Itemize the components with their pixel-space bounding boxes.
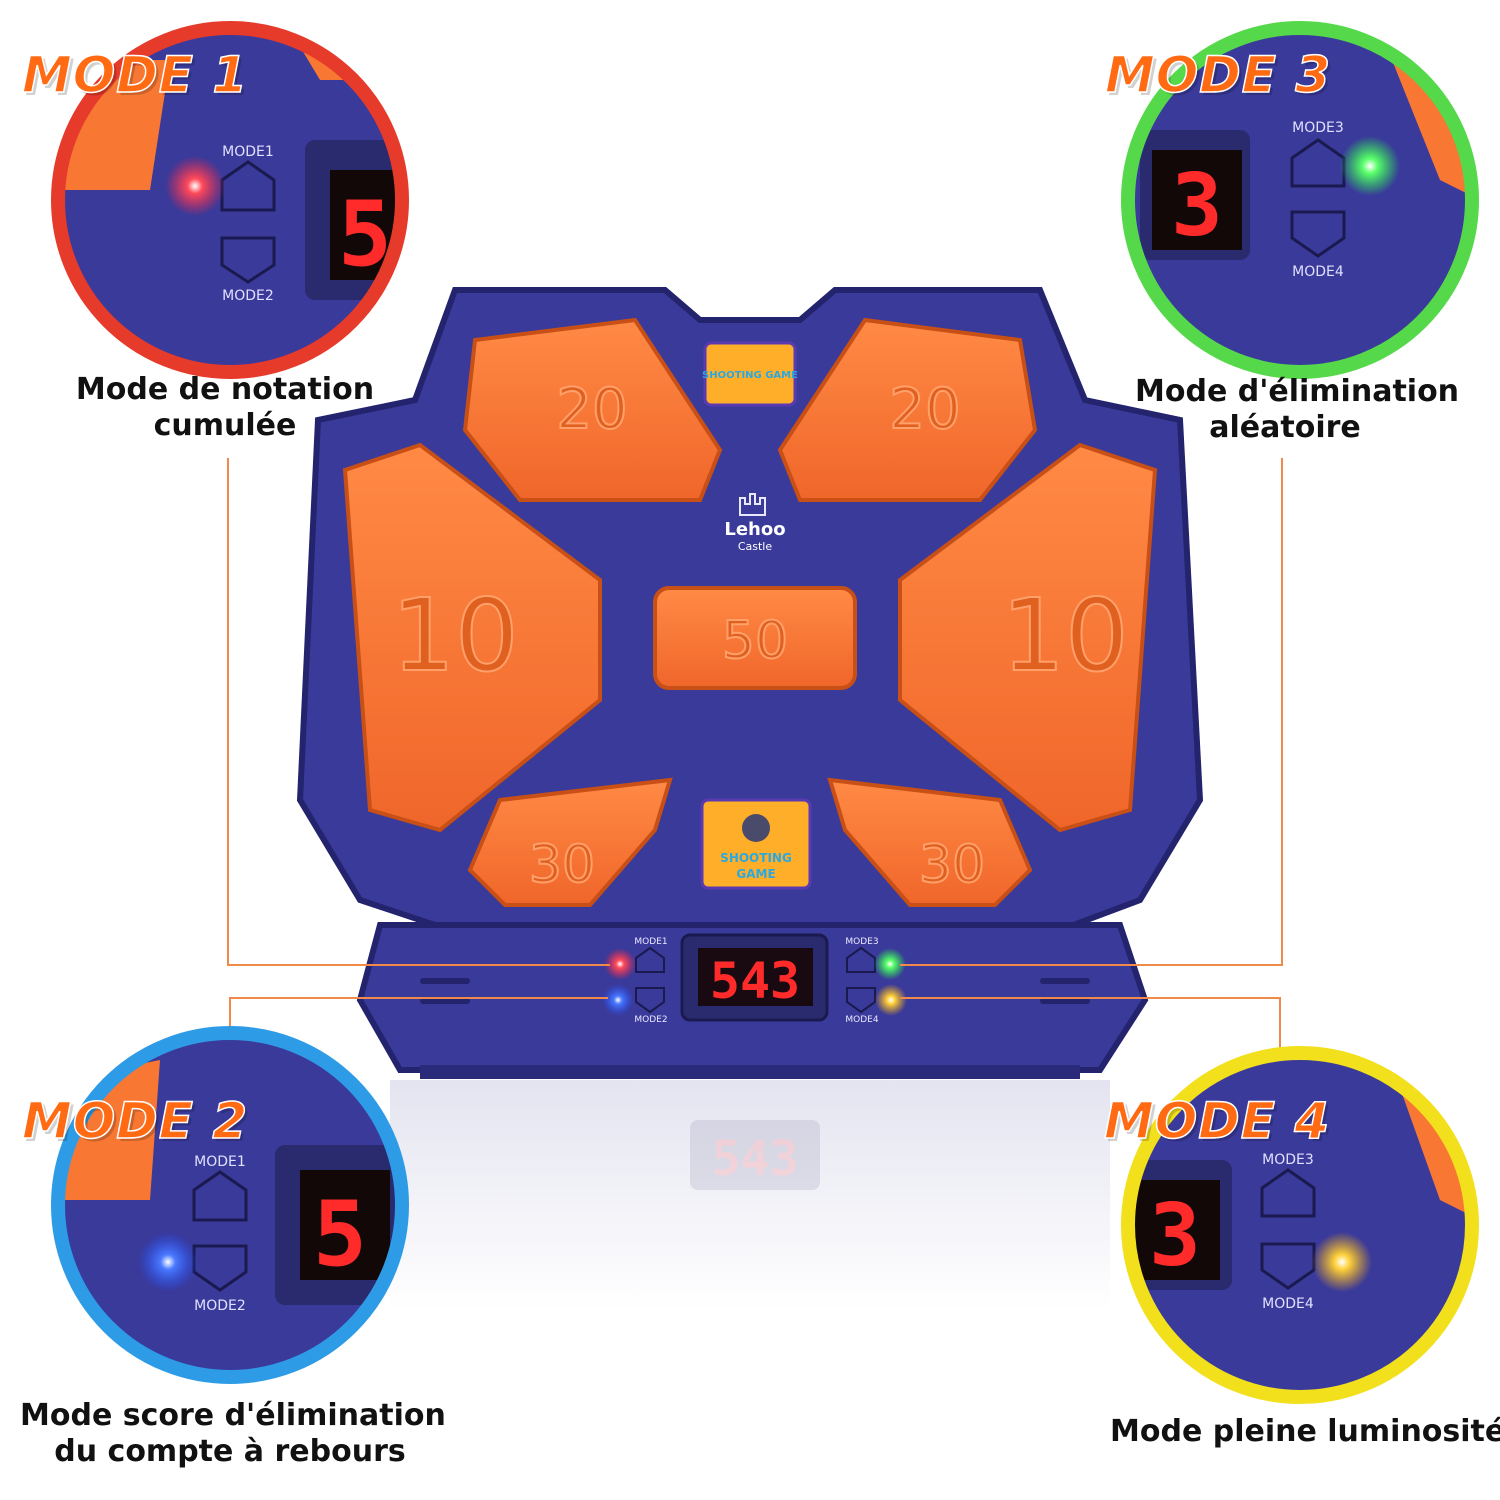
svg-text:5: 5 xyxy=(313,1182,367,1287)
svg-text:MODE4: MODE4 xyxy=(1292,264,1344,280)
svg-text:MODE2: MODE2 xyxy=(222,288,274,304)
mode2-title: MODE 2 xyxy=(21,1091,249,1151)
target-top-right[interactable] xyxy=(777,317,1038,502)
svg-text:MODE1: MODE1 xyxy=(194,1154,246,1170)
mode1-caption-line1: Mode de notation xyxy=(75,372,375,407)
target-bottom-left-score: 30 xyxy=(529,835,595,895)
svg-text:MODE2: MODE2 xyxy=(194,1298,246,1314)
led-blue-icon xyxy=(602,984,634,1016)
led-yellow-icon xyxy=(875,984,907,1016)
mode2-caption-line2: du compte à rebours xyxy=(54,1434,406,1469)
target-top-left[interactable] xyxy=(462,317,723,502)
svg-text:3: 3 xyxy=(1171,156,1223,256)
mode2-zoom: 5 MODE1 MODE2 xyxy=(51,1026,409,1384)
target-bottom-right-score: 30 xyxy=(919,835,985,895)
svg-text:3: 3 xyxy=(1149,1186,1201,1286)
target-bottom-left[interactable] xyxy=(467,777,673,907)
mode4-label: MODE4 xyxy=(845,1015,878,1025)
svg-text:MODE3: MODE3 xyxy=(1292,120,1344,136)
mode1-button[interactable] xyxy=(635,946,665,973)
bottom-badge-line2: GAME xyxy=(736,867,775,881)
top-badge-text: SHOOTING GAME xyxy=(702,370,798,381)
connector-mode3 xyxy=(900,458,1283,966)
connector-mode1 xyxy=(227,458,610,966)
mode1-title: MODE 1 xyxy=(21,45,249,105)
target-right-score: 10 xyxy=(1001,577,1128,694)
led-red-icon xyxy=(604,948,636,980)
vent xyxy=(1040,978,1090,984)
target-center-score: 50 xyxy=(722,611,788,671)
vent xyxy=(420,978,470,984)
mode4-caption: Mode pleine luminosité xyxy=(1110,1414,1500,1450)
mode3-label: MODE3 xyxy=(845,937,878,947)
floor-reflection xyxy=(390,1080,1110,1310)
castle-logo-icon xyxy=(739,493,766,516)
target-center[interactable] xyxy=(653,586,857,690)
mode2-caption: Mode score d'élimination du compte à reb… xyxy=(20,1398,446,1470)
mode4-title: MODE 4 xyxy=(1103,1091,1331,1151)
mode3-caption: Mode d'élimination aléatoire xyxy=(1135,374,1460,446)
score-display-value: 543 xyxy=(710,952,800,1010)
target-bottom-right[interactable] xyxy=(827,777,1033,907)
base-foot xyxy=(420,1065,1080,1079)
connector-mode4 xyxy=(900,997,1281,1050)
target-top-left-score: 20 xyxy=(556,377,627,442)
svg-text:MODE4: MODE4 xyxy=(1262,1296,1314,1312)
led-green-icon xyxy=(874,948,906,980)
brand-name: Lehoo xyxy=(724,519,785,540)
mode1-zoom: 5 MODE1 MODE2 xyxy=(51,21,409,379)
mode2-button[interactable] xyxy=(635,987,665,1014)
bottom-badge xyxy=(700,798,812,890)
vent xyxy=(420,998,470,1004)
mode1-caption: Mode de notation cumulée xyxy=(75,372,375,444)
target-left-score: 10 xyxy=(391,577,518,694)
svg-text:MODE1: MODE1 xyxy=(222,144,274,160)
vent xyxy=(1040,998,1090,1004)
character-icon xyxy=(742,814,770,842)
target-top-right-score: 20 xyxy=(889,377,960,442)
mode4-caption-line1: Mode pleine luminosité xyxy=(1110,1414,1500,1449)
top-badge xyxy=(703,341,797,407)
mode2-label: MODE2 xyxy=(634,1015,667,1025)
mode1-caption-line2: cumulée xyxy=(153,408,297,443)
target-left[interactable] xyxy=(342,442,602,833)
mode3-caption-line2: aléatoire xyxy=(1209,410,1361,445)
svg-text:MODE3: MODE3 xyxy=(1262,1152,1314,1168)
mode2-caption-line1: Mode score d'élimination xyxy=(20,1398,446,1433)
bottom-badge-line1: SHOOTING xyxy=(720,851,792,865)
mode1-label: MODE1 xyxy=(634,937,667,947)
mode3-caption-line1: Mode d'élimination xyxy=(1135,374,1460,409)
mode4-zoom: 3 MODE3 MODE4 xyxy=(1121,1046,1479,1404)
brand-sub: Castle xyxy=(738,540,773,553)
mode4-button[interactable] xyxy=(846,987,876,1014)
mode3-title: MODE 3 xyxy=(1104,45,1332,105)
svg-text:543: 543 xyxy=(712,1131,799,1187)
target-right[interactable] xyxy=(898,442,1158,833)
